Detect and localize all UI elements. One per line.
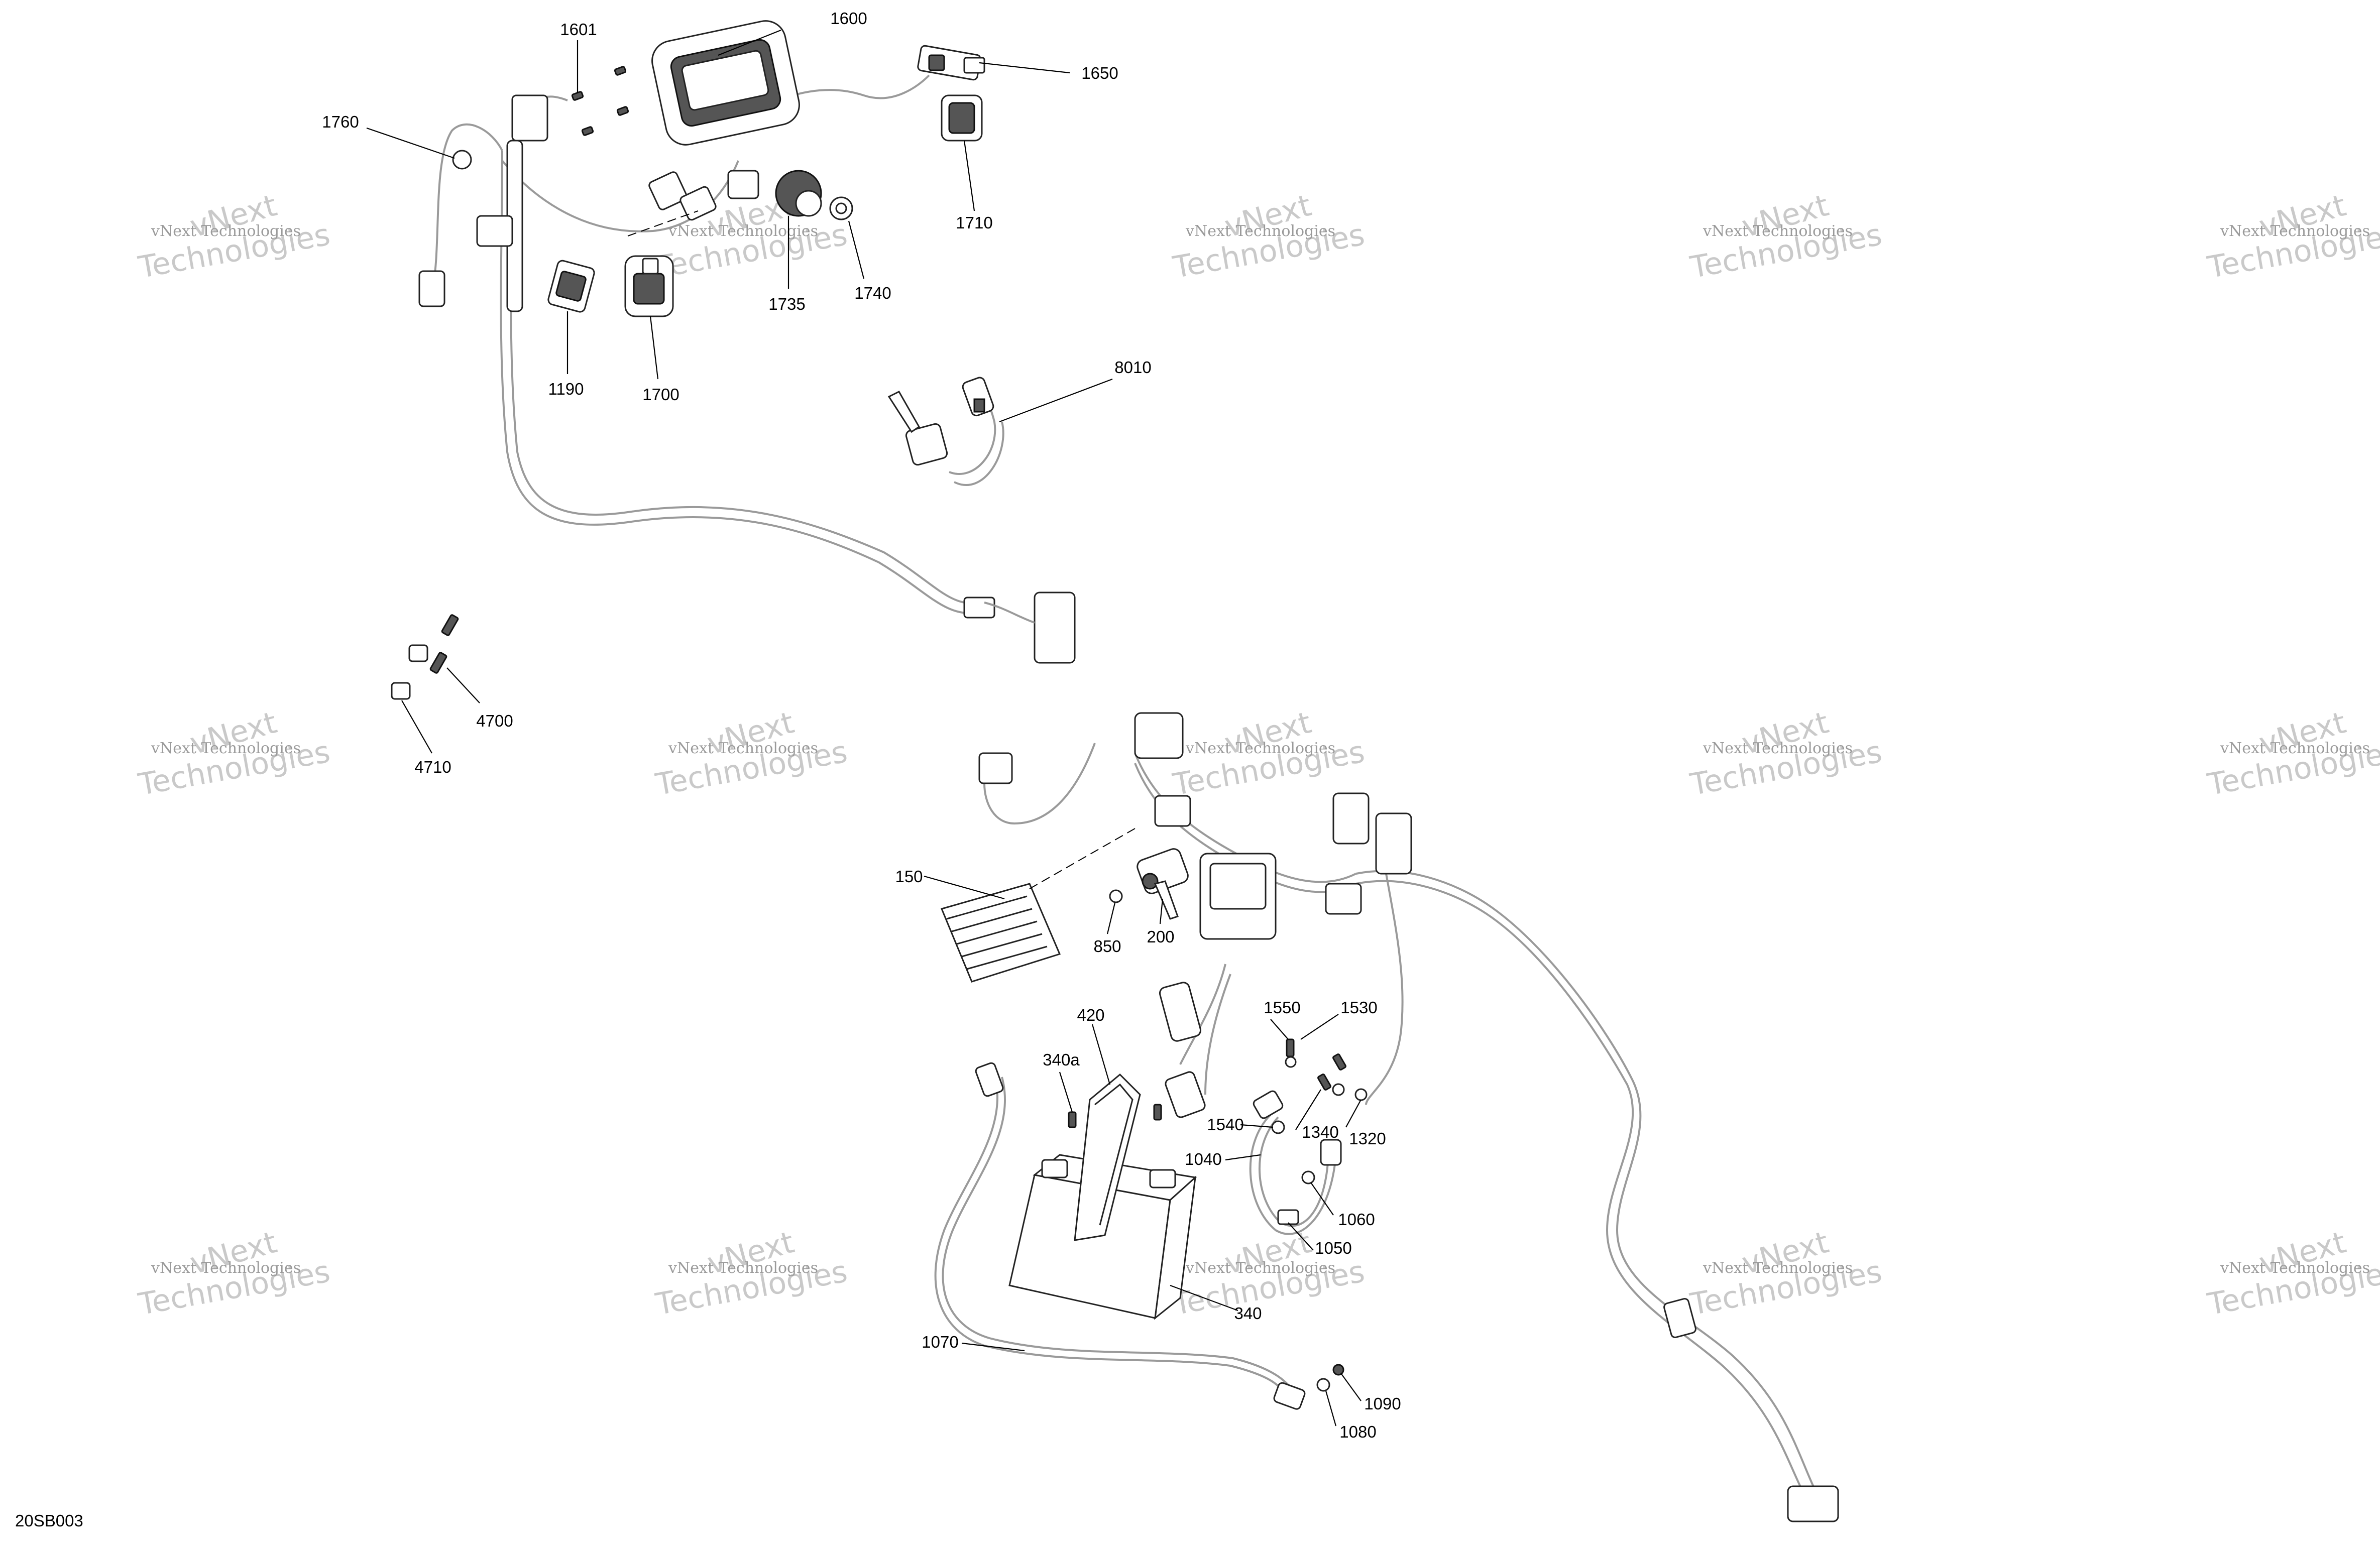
negative-cable-1070 bbox=[934, 1062, 1306, 1410]
watermark-line2: vNext Technologies bbox=[1703, 222, 1853, 240]
watermark-line2: vNext Technologies bbox=[1703, 740, 1853, 757]
watermark-line2: vNext Technologies bbox=[151, 740, 301, 757]
callout-150: 150 bbox=[895, 867, 923, 886]
connector-1650 bbox=[917, 45, 985, 81]
alignment-line-150 bbox=[1029, 828, 1136, 889]
callout-1320: 1320 bbox=[1349, 1129, 1386, 1148]
screw-1340 bbox=[1317, 1074, 1331, 1091]
callout-1540: 1540 bbox=[1207, 1115, 1243, 1134]
callout-1650: 1650 bbox=[1081, 64, 1118, 82]
watermark-line2: vNext Technologies bbox=[668, 1259, 818, 1277]
callout-1040: 1040 bbox=[1185, 1150, 1221, 1168]
callout-1601: 1601 bbox=[560, 20, 597, 39]
callout-1740: 1740 bbox=[854, 284, 891, 302]
screw-1550 bbox=[1286, 1038, 1295, 1057]
nut-1340 bbox=[1332, 1083, 1345, 1096]
callout-1550: 1550 bbox=[1264, 998, 1300, 1017]
screw-1530 bbox=[1332, 1053, 1346, 1071]
watermark-line2: vNext Technologies bbox=[668, 222, 818, 240]
instrument-cluster bbox=[651, 20, 800, 146]
voltage-regulator-150 bbox=[940, 883, 1061, 983]
washer-1550 bbox=[1285, 1056, 1297, 1068]
bolt-340a-2 bbox=[1153, 1104, 1162, 1121]
watermark-line2: vNext Technologies bbox=[2220, 1259, 2370, 1277]
switch-1700 bbox=[624, 255, 674, 317]
alignment-line-1700 bbox=[627, 210, 699, 236]
battery-strap-420 bbox=[1074, 1073, 1141, 1241]
callout-1735: 1735 bbox=[768, 295, 805, 313]
callout-1760: 1760 bbox=[322, 112, 359, 131]
callout-8010: 8010 bbox=[1114, 358, 1151, 377]
callout-1340: 1340 bbox=[1302, 1123, 1338, 1141]
lower-wiring-harness bbox=[978, 712, 1839, 1522]
callout-340a: 340a bbox=[1043, 1050, 1080, 1069]
connector-1190 bbox=[547, 260, 595, 313]
callout-labels: 1600 1601 1650 1760 1710 1740 1735 1190 … bbox=[322, 9, 1401, 1441]
callout-340: 340 bbox=[1234, 1304, 1262, 1323]
callout-1190: 1190 bbox=[548, 380, 584, 398]
tether-cord-8010 bbox=[887, 377, 1004, 486]
callout-1700: 1700 bbox=[642, 385, 679, 404]
watermark-line2: vNext Technologies bbox=[2220, 222, 2370, 240]
watermark-line2: vNext Technologies bbox=[1185, 740, 1335, 757]
callout-200: 200 bbox=[1147, 927, 1174, 946]
callout-1090: 1090 bbox=[1364, 1394, 1401, 1413]
callout-1080: 1080 bbox=[1339, 1422, 1376, 1441]
callout-4710: 4710 bbox=[414, 758, 451, 776]
callout-1530: 1530 bbox=[1340, 998, 1377, 1017]
nut-1080 bbox=[1316, 1378, 1330, 1392]
switch-1710 bbox=[941, 94, 983, 142]
bolts-340a bbox=[1068, 1111, 1077, 1128]
screws-1601 bbox=[571, 66, 629, 136]
nut-850 bbox=[1109, 889, 1123, 903]
callout-1600: 1600 bbox=[830, 9, 867, 28]
watermark-line2: vNext Technologies bbox=[1703, 1259, 1853, 1277]
callout-850: 850 bbox=[1093, 937, 1121, 956]
starter-solenoid-200 bbox=[1137, 848, 1189, 920]
callout-1060: 1060 bbox=[1338, 1210, 1375, 1229]
nut-1540 bbox=[1271, 1120, 1285, 1134]
nut-1060 bbox=[1301, 1170, 1315, 1184]
callout-1070: 1070 bbox=[922, 1333, 958, 1351]
watermark-line2: vNext Technologies bbox=[1185, 1259, 1335, 1277]
callout-1710: 1710 bbox=[956, 213, 992, 232]
key-switch-1735 bbox=[775, 170, 853, 220]
nut-1320 bbox=[1354, 1088, 1368, 1101]
callout-420: 420 bbox=[1077, 1006, 1104, 1024]
watermark-line2: vNext Technologies bbox=[151, 222, 301, 240]
leader-lines bbox=[366, 29, 1362, 1427]
bolt-1050 bbox=[1277, 1209, 1299, 1225]
watermark-line2: vNext Technologies bbox=[2220, 740, 2370, 757]
diagram-id: 20SB003 bbox=[15, 1511, 83, 1530]
grommet-1760 bbox=[452, 150, 472, 170]
harness-connectors bbox=[476, 170, 759, 247]
callout-1050: 1050 bbox=[1315, 1239, 1351, 1257]
bolts-4700 bbox=[429, 614, 459, 674]
bolt-1090 bbox=[1332, 1364, 1344, 1376]
nuts-4710 bbox=[391, 644, 428, 700]
upper-wiring-harness bbox=[418, 74, 1076, 664]
watermark-line2: vNext Technologies bbox=[151, 1259, 301, 1277]
callout-4700: 4700 bbox=[476, 711, 513, 730]
watermark-line2: vNext Technologies bbox=[668, 740, 818, 757]
watermark-line2: vNext Technologies bbox=[1185, 222, 1335, 240]
